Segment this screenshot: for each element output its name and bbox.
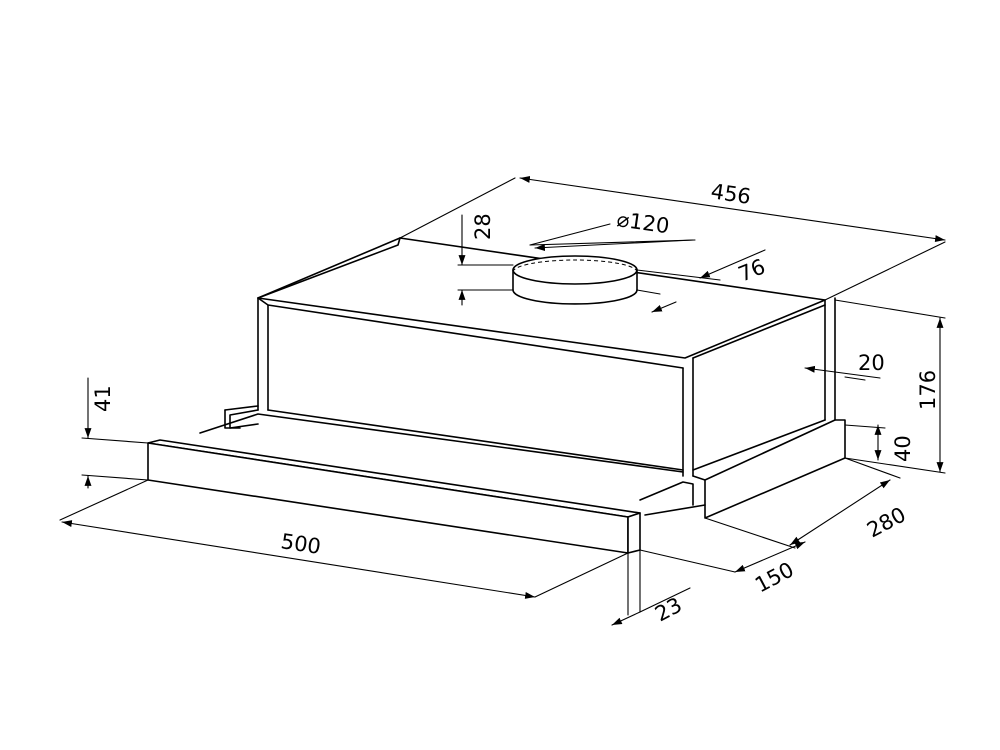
dim-depth: 280 — [704, 457, 910, 549]
dim-lip-label: 20 — [858, 351, 885, 375]
dim-height-label: 176 — [916, 370, 940, 410]
dim-height: 176 — [834, 299, 946, 474]
visor-side-face — [627, 512, 641, 554]
dim-front-width-label: 500 — [279, 529, 322, 559]
dim-width-label: 456 — [709, 179, 752, 209]
front-visor — [147, 439, 641, 616]
dim-front-thickness-label: 23 — [651, 593, 686, 627]
dim-depth-label: 280 — [863, 502, 910, 542]
visor-front-face — [147, 442, 629, 554]
dim-base-height-label: 40 — [891, 435, 915, 462]
diameter-symbol: ⌀ — [615, 207, 631, 233]
dim-base-height: 40 — [844, 424, 915, 462]
dim-duct-height-label: 28 — [471, 213, 495, 240]
hood-base-right — [704, 419, 846, 519]
hood-body — [199, 237, 846, 519]
dim-duct-diameter-label: 120 — [628, 209, 671, 238]
dim-lip: 20 — [804, 351, 885, 381]
dim-duct-height: 28 — [457, 213, 514, 306]
dim-width: 456 — [399, 176, 946, 301]
dim-duct-offset-label: 76 — [735, 254, 769, 286]
dim-front-thickness: 23 — [611, 587, 691, 627]
dim-front-width: 500 — [59, 479, 629, 599]
dim-extension: 150 — [639, 541, 806, 597]
dim-duct-diameter: ⌀120 — [529, 207, 696, 251]
dim-front-height: 41 — [81, 377, 149, 489]
dim-front-height-label: 41 — [91, 385, 115, 412]
dim-extension-label: 150 — [751, 557, 798, 597]
svg-text:⌀120: ⌀120 — [615, 207, 671, 238]
